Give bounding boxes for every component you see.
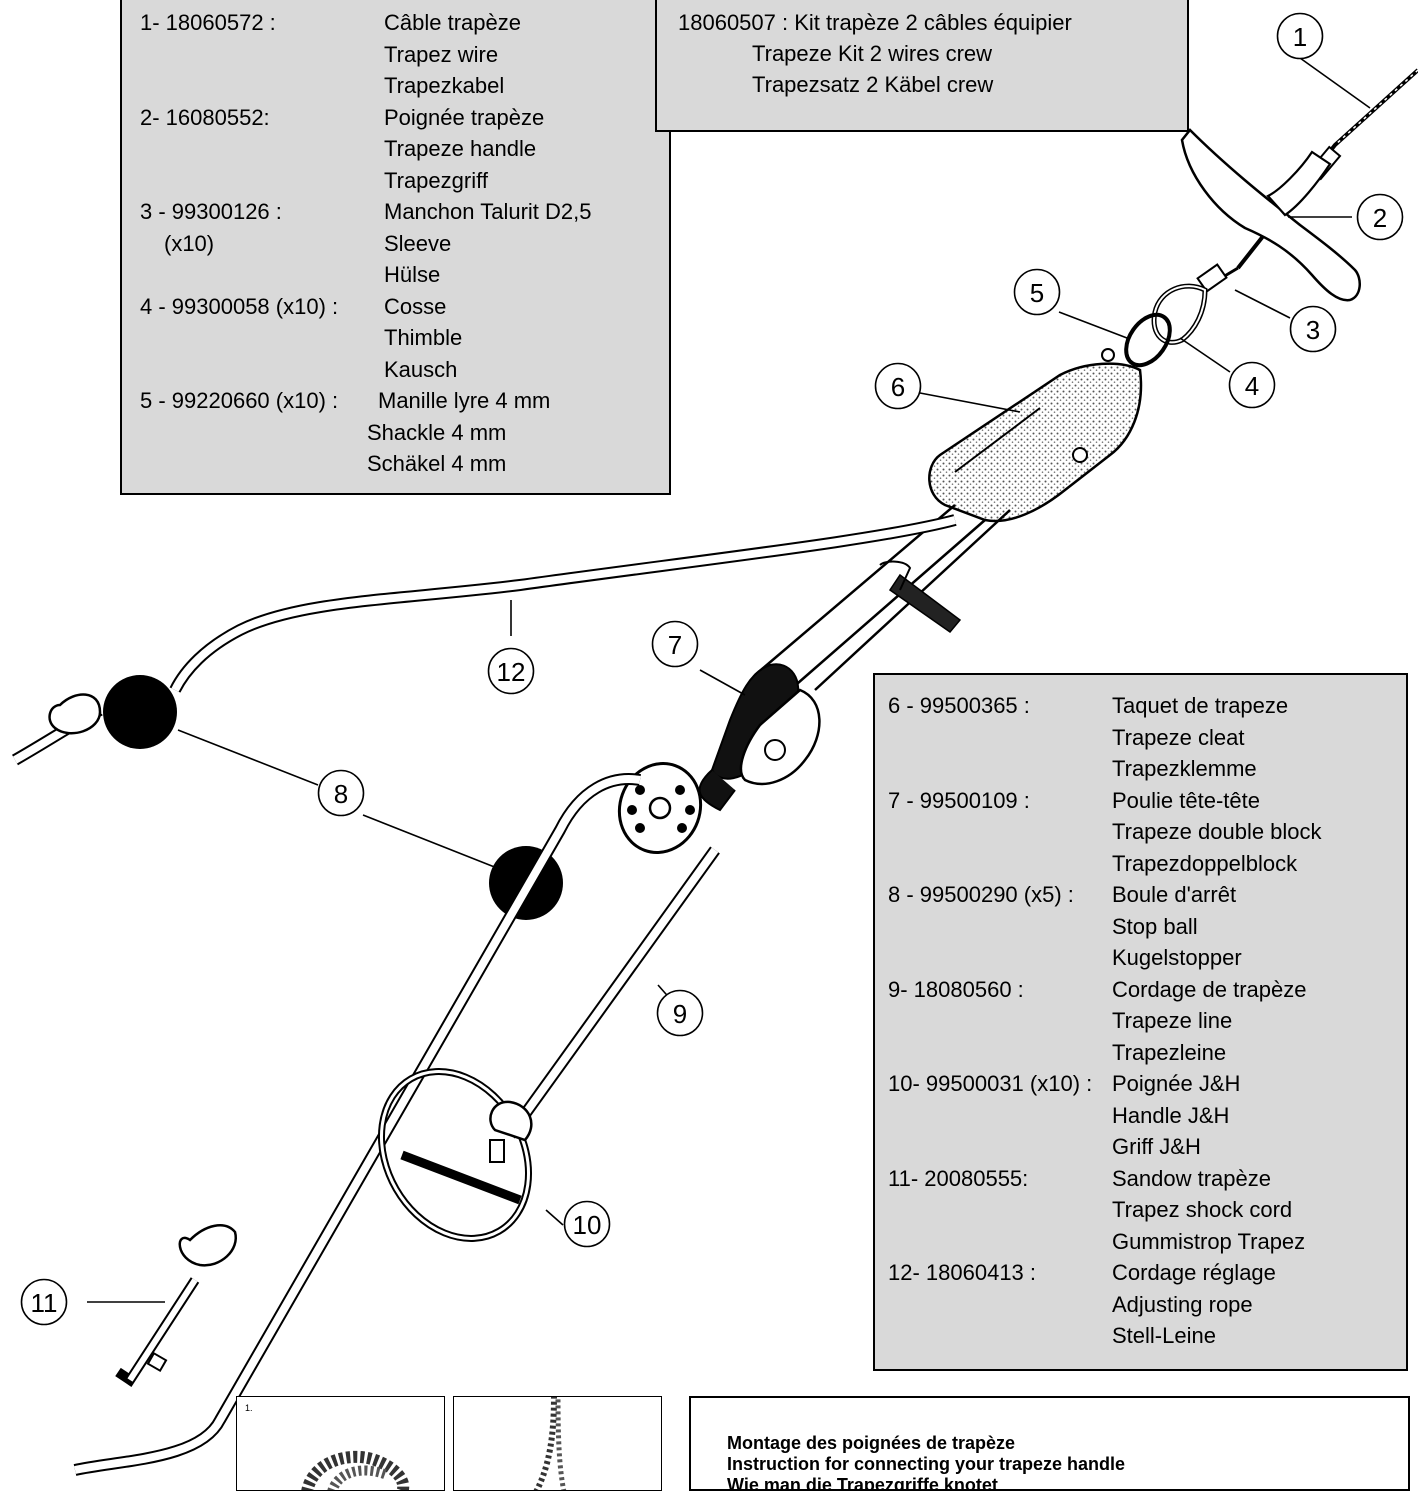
- part-code: 5 - 99220660 (x10) :: [140, 388, 339, 413]
- part-name: Cosse: [384, 293, 447, 319]
- part-name: Sleeve: [384, 230, 452, 256]
- part-quantity: (x10): [164, 230, 215, 256]
- knot-illustration: [533, 1397, 567, 1490]
- callout-1: 1: [1293, 22, 1307, 52]
- part-name: Trapez shock cord: [1112, 1197, 1293, 1222]
- part-name: Trapeze handle: [384, 136, 537, 161]
- callout-circles: [20, 12, 1404, 1326]
- part-code: 11- 20080555:: [888, 1165, 1029, 1191]
- part-code: 9- 18080560 :: [888, 976, 1024, 1002]
- part-name: Kausch: [384, 356, 458, 382]
- part-name: Taquet de trapeze: [1112, 693, 1289, 718]
- callout-7: 7: [668, 630, 682, 660]
- part-name: Gummistrop Trapez: [1112, 1228, 1306, 1254]
- part-name: Stop ball: [1112, 913, 1198, 939]
- sleeve-thimble-shackle: [1101, 263, 1239, 368]
- part-name: Câble trapèze: [384, 10, 521, 35]
- callout-8: 8: [334, 779, 348, 809]
- part-name: Trapezleine: [1112, 1039, 1227, 1065]
- callout-10: 10: [573, 1210, 602, 1240]
- kit-title: 18060507 : Kit trapèze 2 câbles équipier: [678, 10, 1072, 35]
- parts-list-right: [873, 673, 1408, 1371]
- kit-line-en: Trapeze Kit 2 wires crew: [752, 41, 993, 66]
- callout-3: 3: [1306, 315, 1320, 345]
- trapeze-line: [73, 773, 720, 1476]
- part-name: Manille lyre 4 mm: [378, 388, 551, 413]
- part-code: 10- 99500031 (x10) :: [888, 1071, 1093, 1096]
- part-name: Trapezgriff: [384, 167, 488, 193]
- part-code: 8 - 99500290 (x5) :: [888, 882, 1074, 907]
- knot-step-panel-1: 1.: [236, 1396, 445, 1491]
- part-code: 7 - 99500109 :: [888, 787, 1030, 813]
- instructions-fr: Montage des poignées de trapèze: [727, 1433, 1016, 1453]
- stop-ball: [103, 675, 177, 749]
- part-name: Trapezklemme: [1112, 756, 1257, 781]
- double-block: [617, 663, 821, 854]
- part-code: 6 - 99500365 :: [888, 693, 1030, 718]
- part-code: 1- 18060572 :: [140, 10, 276, 35]
- part-name: Handle J&H: [1112, 1102, 1230, 1128]
- part-name: Boule d'arrêt: [1112, 882, 1237, 907]
- kit-line-de: Trapezsatz 2 Käbel crew: [752, 72, 994, 97]
- part-code: 2- 16080552:: [140, 104, 270, 130]
- part-name: Trapezdoppelblock: [1112, 850, 1298, 876]
- cleat-body-rails: [754, 504, 1011, 691]
- jh-handle: [377, 1068, 533, 1242]
- part-code: 12- 18060413 :: [888, 1260, 1037, 1285]
- part-name: Trapeze double block: [1112, 819, 1322, 844]
- part-name: Poulie tête-tête: [1112, 787, 1260, 813]
- part-name: Trapeze line: [1112, 1008, 1233, 1033]
- part-name: Cordage réglage: [1112, 1260, 1276, 1285]
- part-name: Kugelstopper: [1112, 945, 1242, 970]
- callout-2: 2: [1373, 203, 1387, 233]
- part-name: Thimble: [384, 325, 463, 350]
- part-name: Griff J&H: [1112, 1134, 1201, 1159]
- knot-step-panel-2: [453, 1396, 662, 1491]
- instructions-en: Instruction for connecting your trapeze …: [727, 1454, 1126, 1474]
- instructions-de: Wie man die Trapezgriffe knotet: [727, 1475, 998, 1491]
- part-name: Trapez wire: [384, 41, 499, 67]
- part-name: Manchon Talurit D2,5: [384, 199, 592, 224]
- knot-step-label: 1.: [245, 1403, 253, 1413]
- kit-box: [655, 0, 1189, 132]
- part-name: Stell-Leine: [1112, 1323, 1216, 1348]
- part-name: Schäkel 4 mm: [367, 451, 507, 476]
- instructions-box: Montage des poignées de trapèze Instruct…: [689, 1396, 1410, 1491]
- part-name: Sandow trapèze: [1112, 1165, 1271, 1191]
- callout-9: 9: [673, 999, 687, 1029]
- part-name: Trapeze cleat: [1112, 724, 1245, 750]
- part-name: Poignée J&H: [1112, 1071, 1241, 1096]
- part-name: Hülse: [384, 262, 441, 287]
- callout-6: 6: [891, 372, 905, 402]
- trapeze-cleat: [928, 362, 1143, 523]
- part-code: 3 - 99300126 :: [140, 199, 282, 224]
- leader-lines: [87, 57, 1371, 1303]
- trapeze-handle: [1180, 128, 1361, 302]
- part-name: Adjusting rope: [1112, 1291, 1253, 1317]
- callout-4: 4: [1245, 371, 1259, 401]
- callout-12: 12: [497, 657, 526, 687]
- part-name: Poignée trapèze: [384, 104, 545, 130]
- part-name: Cordage de trapèze: [1112, 976, 1307, 1002]
- parts-list-top: [120, 0, 671, 495]
- knot-illustration: [301, 1450, 410, 1490]
- adjusting-rope: [12, 514, 957, 766]
- callout-5: 5: [1030, 278, 1044, 308]
- callout-11: 11: [31, 1288, 58, 1318]
- part-code: 4 - 99300058 (x10) :: [140, 293, 339, 319]
- part-name: Shackle 4 mm: [367, 419, 507, 445]
- part-name: Trapezkabel: [384, 73, 505, 98]
